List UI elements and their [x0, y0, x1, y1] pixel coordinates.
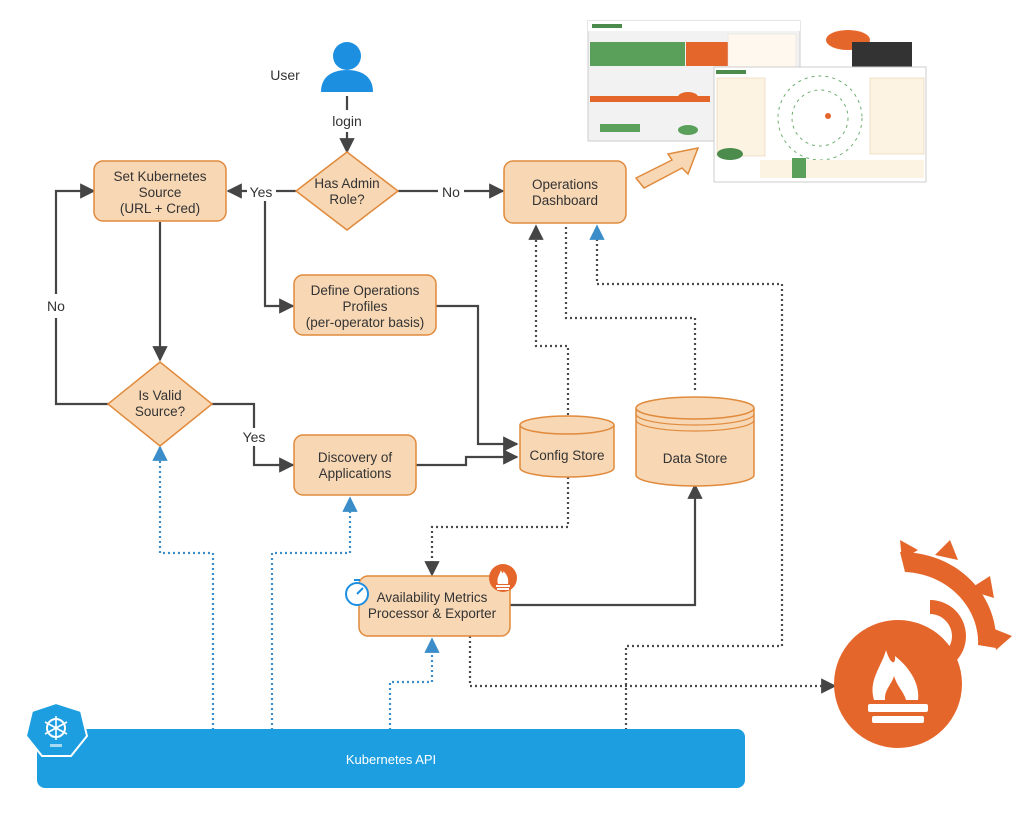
- edge-api-valid: [152, 445, 215, 730]
- has-admin-line1: Has Admin: [314, 176, 379, 191]
- edge-valid-yes: [212, 402, 293, 465]
- edge-api-discovery: [270, 496, 358, 730]
- discovery-of-applications: Discovery of Applications: [293, 434, 417, 496]
- decision-valid-source: Is Valid Source?: [106, 361, 214, 447]
- has-admin-line2: Role?: [329, 192, 364, 207]
- data-store-label: Data Store: [663, 451, 728, 466]
- operations-dashboard: Operations Dashboard: [503, 160, 627, 224]
- set-k8s-line2: Source: [139, 185, 182, 200]
- prometheus-icon-small: [489, 564, 517, 592]
- availability-metrics-processor: Availability Metrics Processor & Exporte…: [345, 564, 517, 637]
- k8s-api-label: Kubernetes API: [346, 752, 436, 767]
- login-label: login: [332, 113, 362, 129]
- label-yes-valid: Yes: [243, 429, 266, 445]
- kubernetes-api: Kubernetes API: [24, 701, 745, 788]
- define-line2: Profiles: [342, 299, 387, 314]
- edge-avail-grafana: [468, 636, 837, 694]
- discovery-line1: Discovery of: [318, 450, 393, 465]
- define-operations-profiles: Define Operations Profiles (per-operator…: [293, 274, 437, 336]
- data-store: Data Store: [635, 396, 755, 487]
- label-yes-admin: Yes: [250, 184, 273, 200]
- config-store: Config Store: [519, 415, 615, 478]
- prometheus-icon: [834, 620, 962, 748]
- api-connectors: [152, 224, 605, 730]
- edge-valid-no: [54, 191, 110, 406]
- discovery-line2: Applications: [319, 466, 392, 481]
- set-k8s-line1: Set Kubernetes: [113, 169, 206, 184]
- edge-config-dashboard-a: [528, 224, 570, 415]
- kubernetes-icon: [24, 701, 89, 757]
- edge-avail-datastore: [510, 483, 703, 607]
- dotted-connectors: [424, 224, 837, 730]
- label-no-admin: No: [442, 184, 460, 200]
- user-label: User: [270, 67, 300, 83]
- user-node: User login: [270, 42, 373, 131]
- decision-has-admin: Has Admin Role?: [294, 151, 400, 231]
- edge-yes-define: [263, 200, 295, 314]
- dashboard-screenshot: [587, 20, 927, 183]
- edge-api-dashboard: [595, 226, 784, 730]
- connectors: [54, 96, 703, 607]
- set-kubernetes-source: Set Kubernetes Source (URL + Cred): [93, 160, 227, 222]
- edge-labels: Yes No No Yes: [44, 183, 464, 446]
- edge-datastore-dashboard: [564, 226, 697, 390]
- avail-line2: Processor & Exporter: [368, 606, 497, 621]
- valid-line1: Is Valid: [138, 388, 181, 403]
- define-line1: Define Operations: [311, 283, 420, 298]
- timer-icon: [345, 579, 369, 606]
- ops-dash-line1: Operations: [532, 177, 598, 192]
- label-no-valid: No: [47, 298, 65, 314]
- set-k8s-line3: (URL + Cred): [120, 201, 200, 216]
- user-icon: [321, 42, 373, 92]
- edge-config-avail: [424, 477, 570, 577]
- edge-api-avail: [388, 637, 440, 730]
- ops-dash-line2: Dashboard: [532, 193, 598, 208]
- define-line3: (per-operator basis): [306, 315, 425, 330]
- avail-line1: Availability Metrics: [377, 590, 488, 605]
- dashboard-arrow: [634, 146, 700, 189]
- grafana-icon: [900, 540, 1012, 672]
- valid-line2: Source?: [135, 404, 185, 419]
- edge-define-config: [436, 304, 519, 452]
- config-store-label: Config Store: [529, 448, 604, 463]
- edge-discovery-config: [416, 449, 519, 467]
